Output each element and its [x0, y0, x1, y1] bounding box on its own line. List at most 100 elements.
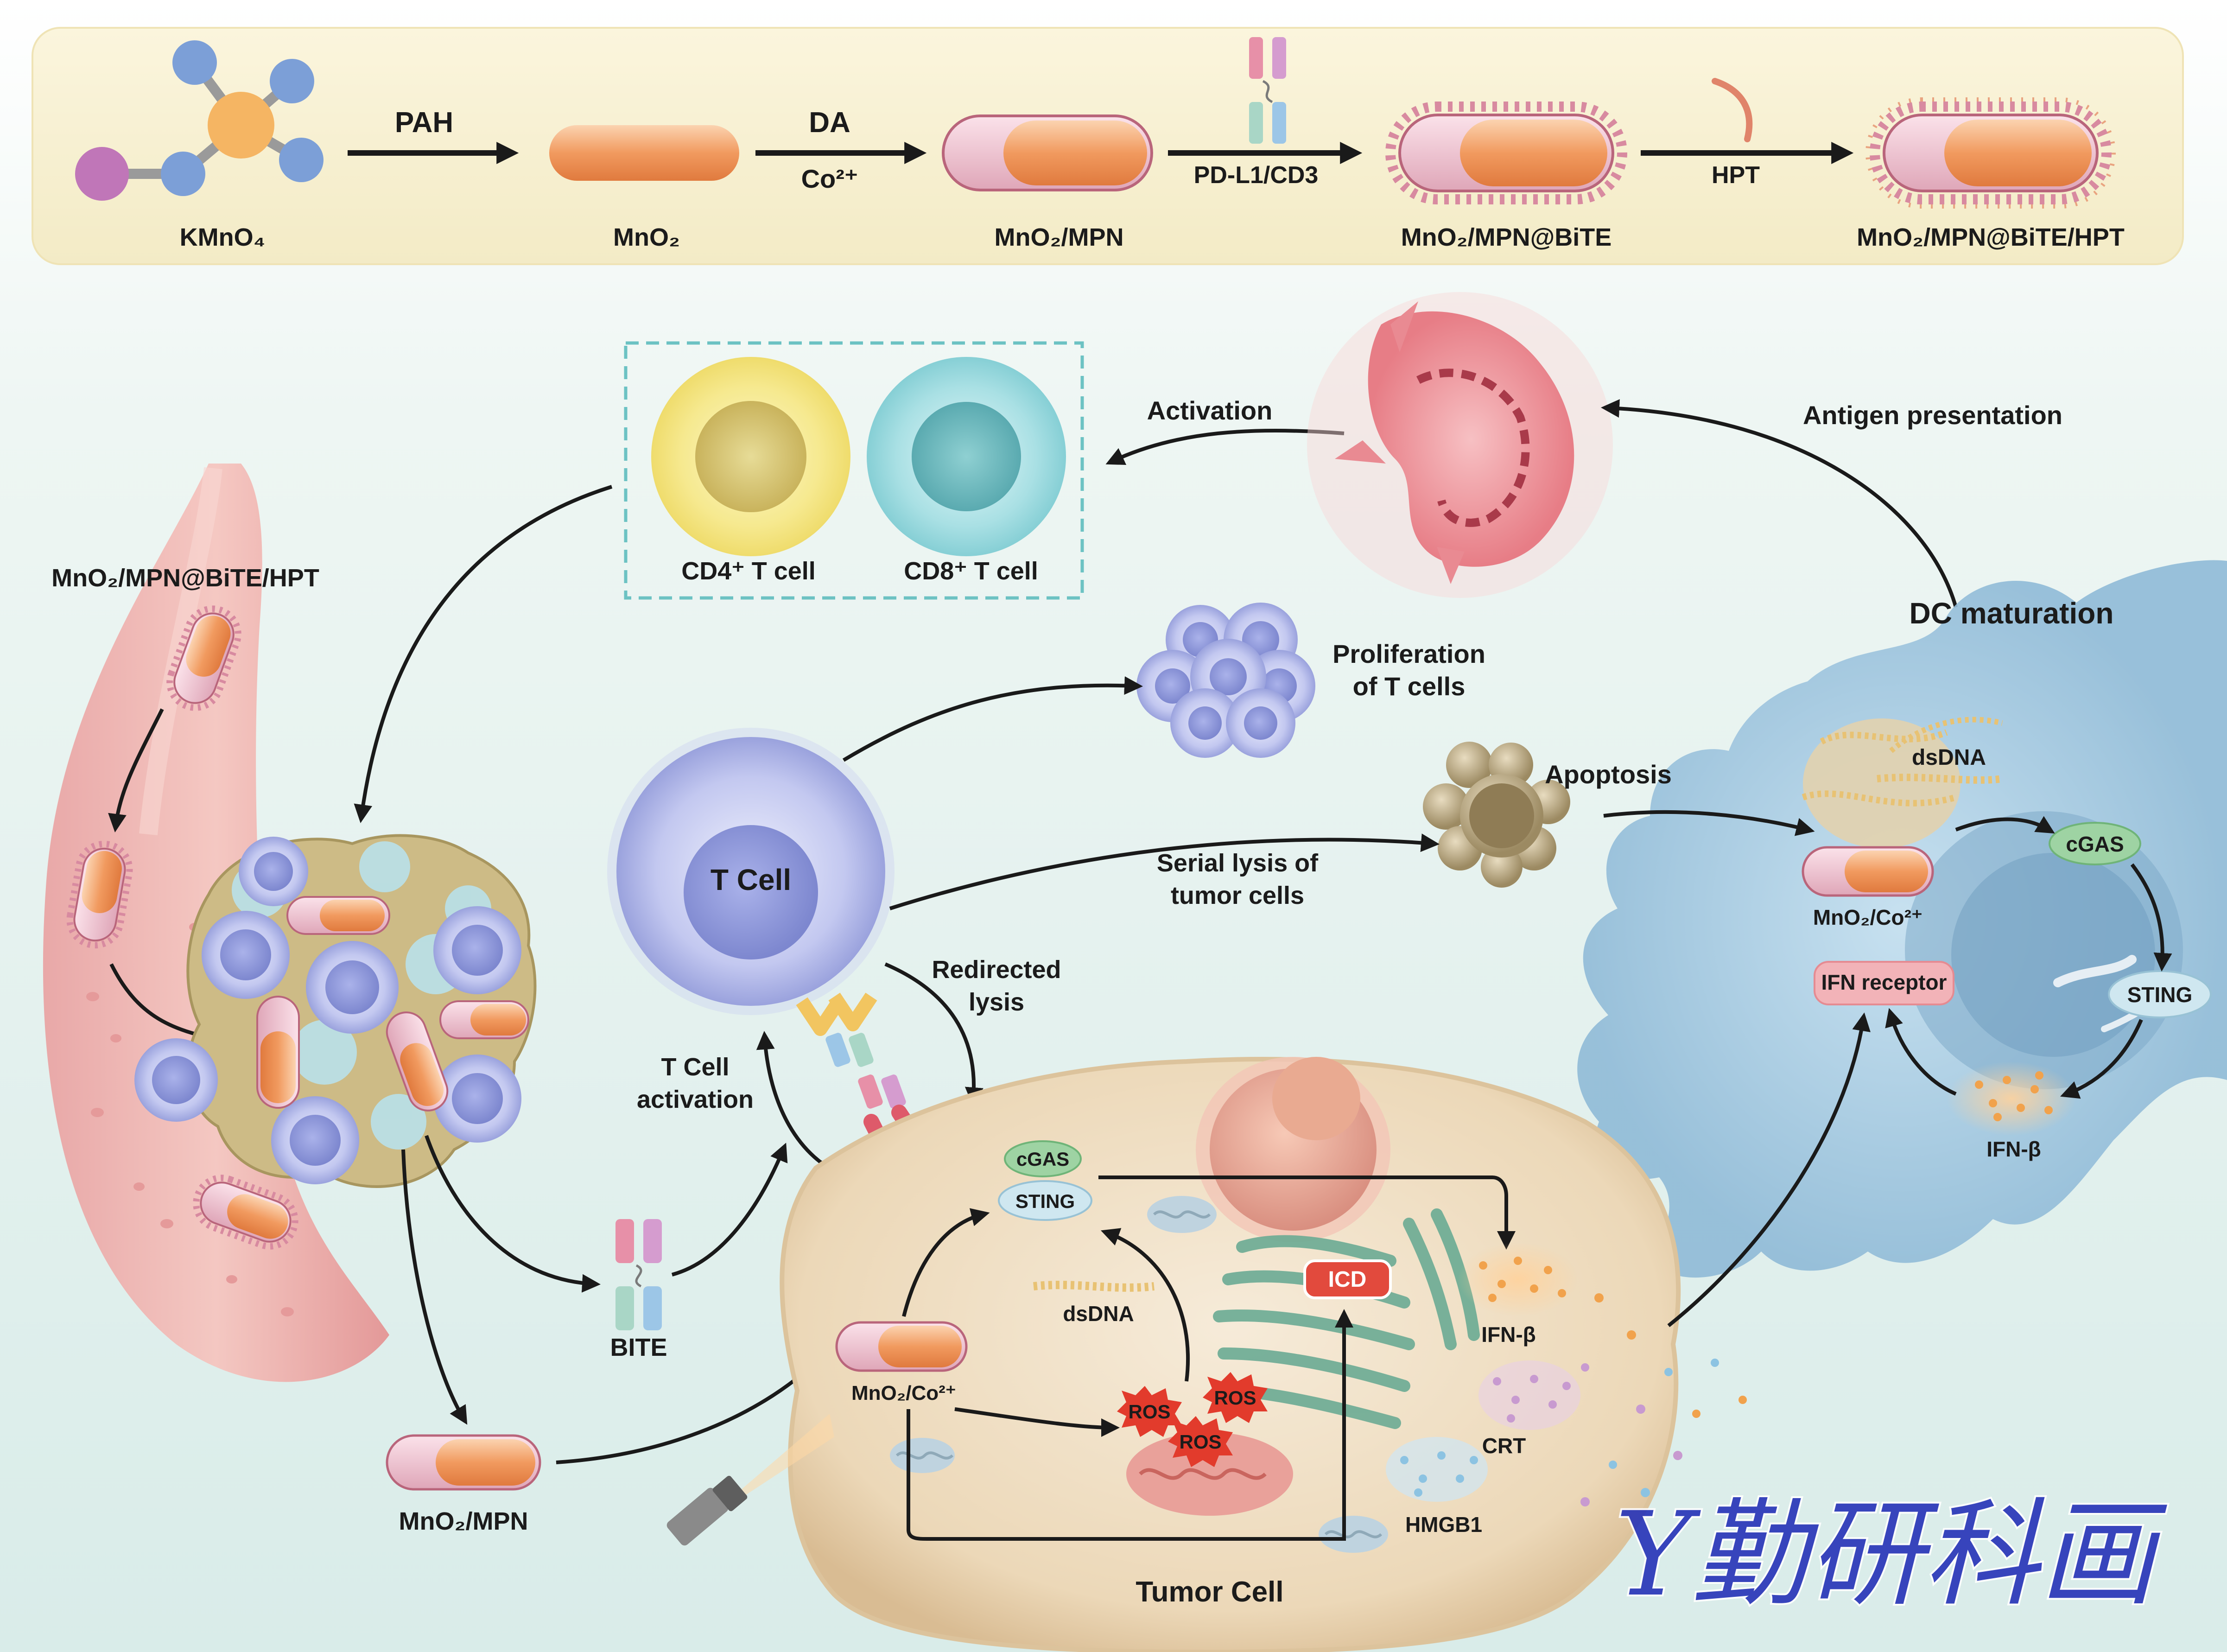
label-cd4: CD4⁺ T cell — [681, 557, 816, 585]
arrow-to-tumor-mass — [354, 485, 613, 823]
svg-text:cGAS: cGAS — [1016, 1148, 1069, 1170]
label-activation: Activation — [1147, 396, 1273, 425]
arrow-antigen-presentation — [1601, 399, 1958, 608]
label-hmgb1: HMGB1 — [1405, 1512, 1482, 1537]
label-da: DA — [809, 107, 850, 139]
svg-text:ROS: ROS — [1214, 1387, 1256, 1409]
label-tumor-dsdna: dsDNA — [1063, 1302, 1134, 1326]
label-t-activation-1: T Cell — [661, 1053, 729, 1081]
ros-burst-2: ROS — [1203, 1372, 1268, 1423]
tumor-ifnb-particles — [1458, 1242, 1578, 1316]
synthesis-banner: KMnO₄ PAH MnO₂ DA Co²⁺ MnO₂/MPN PD-L1/CD… — [32, 27, 2184, 265]
vessel-nanoparticle-1 — [166, 605, 241, 711]
label-serial-lysis-2: tumor cells — [1171, 882, 1304, 909]
dc-mno2-co-rod — [1802, 846, 1934, 897]
arrow-dc-sting-to-ifnb — [2060, 1019, 2143, 1099]
ros-burst-1: ROS — [1117, 1386, 1182, 1437]
arrow-redirected-lysis — [884, 962, 983, 1106]
mno2-mpn-bite-rod — [1385, 102, 1627, 204]
label-mno2: MnO₂ — [613, 223, 680, 251]
t-cell — [607, 728, 895, 1015]
arrow-tumor-to-bite — [425, 1135, 601, 1293]
svg-text:ICD: ICD — [1328, 1267, 1367, 1292]
label-apoptosis: Apoptosis — [1545, 760, 1672, 789]
label-crt: CRT — [1482, 1434, 1526, 1458]
label-t-activation-2: activation — [637, 1086, 754, 1113]
cd4-tcell — [651, 357, 850, 556]
arrow-dc-cgas-to-sting — [2130, 863, 2172, 972]
arrow-dc-ifnb-to-receptor — [1885, 1008, 1957, 1096]
dc-cgas-badge: cGAS — [2049, 822, 2141, 865]
svg-text:STING: STING — [2127, 983, 2193, 1007]
mitochondrion-3 — [1319, 1516, 1388, 1553]
svg-text:ROS: ROS — [1128, 1401, 1170, 1423]
label-tumor-cell: Tumor Cell — [1136, 1576, 1283, 1608]
svg-text:ROS: ROS — [1179, 1431, 1221, 1453]
tumor-mass-tcells — [134, 837, 521, 1184]
label-mno2-mpn-bite: MnO₂/MPN@BiTE — [1401, 223, 1612, 251]
tumor-dsdna-strand — [1033, 1281, 1155, 1292]
label-redirected-2: lysis — [969, 988, 1024, 1016]
label-bite: BITE — [610, 1334, 667, 1361]
label-pah: PAH — [395, 107, 453, 139]
apoptotic-cell — [1423, 742, 1570, 888]
label-vessel-nanoparticle: MnO₂/MPN@BiTE/HPT — [51, 564, 319, 592]
dc-sting-badge: STING — [2108, 970, 2212, 1018]
vessel-nanoparticle-3 — [193, 1175, 298, 1250]
arrow-tumor-to-mpn — [401, 1149, 468, 1425]
label-proliferation-2: of T cells — [1353, 672, 1466, 701]
dc-ifnb-particles — [1947, 1061, 2076, 1136]
icd-badge: ICD — [1303, 1259, 1392, 1299]
arrow-ros-to-sting — [1100, 1228, 1190, 1382]
svg-text:STING: STING — [1015, 1190, 1075, 1212]
tumor-sting-badge: STING — [998, 1180, 1092, 1221]
label-tumor-mno2-co: MnO₂/Co²⁺ — [851, 1382, 956, 1404]
label-antigen-presentation: Antigen presentation — [1803, 400, 2062, 430]
arrow-tumor-to-dc — [1667, 1012, 1871, 1328]
bite-antibody-icon — [1249, 37, 1286, 144]
label-serial-lysis-1: Serial lysis of — [1157, 849, 1319, 877]
label-pdl1-cd3: PD-L1/CD3 — [1194, 162, 1319, 189]
cd8-tcell — [867, 357, 1066, 556]
label-dc-ifnb: IFN-β — [1986, 1137, 2041, 1161]
svg-text:cGAS: cGAS — [2066, 832, 2124, 856]
bite-released-icon — [615, 1219, 662, 1330]
tcell-cluster — [1136, 603, 1315, 758]
tumor-mass — [134, 834, 537, 1188]
arrow-proliferation — [842, 676, 1143, 762]
label-mno2-mpn: MnO₂/MPN — [995, 223, 1124, 251]
mitochondrion-ros — [1126, 1432, 1293, 1516]
mitochondrion-2 — [890, 1438, 955, 1473]
label-proliferation-1: Proliferation — [1332, 639, 1485, 668]
label-co: Co²⁺ — [801, 164, 858, 193]
arrow-dc-dsdna-to-cgas — [1955, 816, 2055, 834]
kmno4-molecule-icon — [75, 40, 324, 201]
dc-dsdna-strand — [1877, 774, 2003, 784]
label-tumor-ifnb: IFN-β — [1481, 1322, 1536, 1347]
arrow-bite-to-tcell — [671, 1143, 788, 1277]
light-source-icon — [666, 1414, 834, 1546]
dc-apoptotic-debris — [1802, 717, 2003, 848]
label-cd8: CD8⁺ T cell — [904, 557, 1038, 585]
label-mno2-mpn-bite-hpt: MnO₂/MPN@BiTE/HPT — [1857, 223, 2125, 251]
arrow-activation — [1105, 428, 1345, 465]
label-dc-mno2-co: MnO₂/Co²⁺ — [1813, 905, 1922, 929]
lymph-node — [1307, 292, 1613, 598]
hpt-peptide-icon — [1712, 78, 1753, 142]
mno2-mpn-rod — [942, 114, 1153, 191]
mitochondrion-1 — [1147, 1196, 1217, 1233]
arrow-apoptosis-to-dc — [1603, 810, 1815, 836]
svg-text:IFN receptor: IFN receptor — [1821, 970, 1947, 994]
label-dc-maturation: DC maturation — [1910, 597, 2114, 630]
arrow-serial-lysis — [889, 833, 1440, 910]
watermark: Y勤研科画 — [1615, 1487, 2168, 1622]
label-released-mpn: MnO₂/MPN — [399, 1507, 528, 1535]
ros-burst-3: ROS — [1168, 1416, 1233, 1467]
arrow-vessel-down — [108, 708, 164, 832]
label-t-cell: T Cell — [711, 863, 791, 896]
tumor-cgas-badge: cGAS — [1004, 1140, 1082, 1177]
crt-particles — [1478, 1360, 1580, 1430]
label-dc-dsdna: dsDNA — [1912, 745, 1986, 770]
hmgb1-particles — [1386, 1437, 1488, 1502]
